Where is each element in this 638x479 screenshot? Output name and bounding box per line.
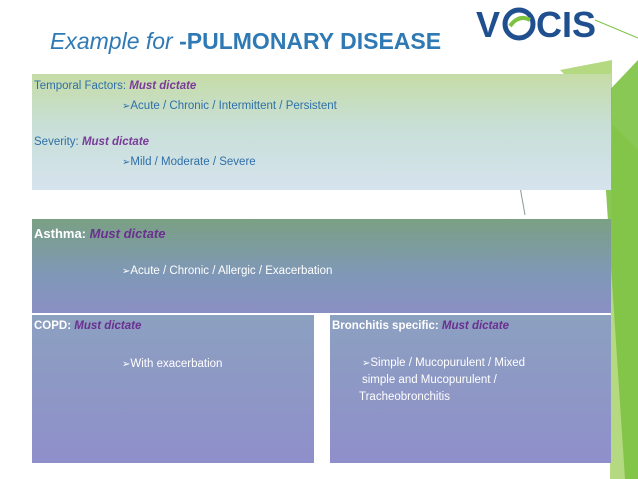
bronchitis-label: Bronchitis specific: bbox=[332, 320, 439, 332]
bronchitis-options: ➢Simple / Mucopurulent / Mixed simple an… bbox=[359, 355, 525, 406]
bronchitis-must: Must dictate bbox=[441, 320, 510, 332]
svg-text:V: V bbox=[476, 6, 500, 42]
copd-label: COPD: bbox=[34, 320, 72, 332]
asthma-must: Must dictate bbox=[89, 226, 166, 241]
arrow-bullet-icon: ➢ bbox=[122, 157, 131, 168]
arrow-bullet-icon: ➢ bbox=[122, 101, 131, 112]
severity-header: Severity: Must dictate bbox=[34, 136, 149, 148]
decor-line-top bbox=[594, 19, 638, 39]
vocis-logo: V CIS bbox=[476, 6, 596, 42]
bronchitis-options-line3: Tracheobronchitis bbox=[359, 391, 450, 403]
svg-text:CIS: CIS bbox=[536, 6, 596, 42]
temporal-options: ➢Acute / Chronic / Intermittent / Persis… bbox=[122, 100, 337, 112]
copd-must: Must dictate bbox=[74, 320, 142, 332]
asthma-options-text: Acute / Chronic / Allergic / Exacerbatio… bbox=[130, 265, 333, 277]
title-prefix: Example for bbox=[50, 28, 180, 54]
bronchitis-panel: Bronchitis specific: Must dictate ➢Simpl… bbox=[330, 315, 611, 463]
severity-must: Must dictate bbox=[81, 136, 150, 148]
arrow-bullet-icon: ➢ bbox=[122, 266, 131, 277]
bronchitis-header: Bronchitis specific: Must dictate bbox=[332, 320, 509, 332]
severity-label: Severity: bbox=[34, 136, 79, 148]
asthma-header: Asthma: Must dictate bbox=[34, 226, 165, 241]
severity-options-text: Mild / Moderate / Severe bbox=[130, 156, 256, 168]
arrow-bullet-icon: ➢ bbox=[362, 358, 371, 369]
slide-title: Example for -PULMONARY DISEASE bbox=[50, 28, 441, 55]
asthma-options: ➢Acute / Chronic / Allergic / Exacerbati… bbox=[122, 265, 332, 277]
copd-panel: COPD: Must dictate ➢With exacerbation bbox=[32, 315, 314, 463]
bronchitis-options-line1: ➢Simple / Mucopurulent / Mixed bbox=[362, 355, 525, 372]
severity-options: ➢Mild / Moderate / Severe bbox=[122, 156, 256, 168]
temporal-options-text: Acute / Chronic / Intermittent / Persist… bbox=[130, 100, 337, 112]
title-emphasis: -PULMONARY DISEASE bbox=[179, 28, 442, 54]
copd-options-text: With exacerbation bbox=[130, 358, 223, 370]
bronchitis-options-line2: simple and Mucopurulent / bbox=[362, 374, 497, 386]
arrow-bullet-icon: ➢ bbox=[122, 359, 131, 370]
copd-header: COPD: Must dictate bbox=[34, 320, 141, 332]
temporal-must: Must dictate bbox=[129, 80, 197, 92]
asthma-label: Asthma: bbox=[34, 226, 87, 241]
temporal-header: Temporal Factors: Must dictate bbox=[34, 80, 196, 92]
temporal-label: Temporal Factors: bbox=[34, 80, 127, 92]
asthma-panel: Asthma: Must dictate ➢Acute / Chronic / … bbox=[32, 219, 611, 313]
bronchitis-options-text1: Simple / Mucopurulent / Mixed bbox=[370, 357, 526, 369]
copd-options: ➢With exacerbation bbox=[122, 358, 222, 370]
temporal-severity-panel: Temporal Factors: Must dictate ➢Acute / … bbox=[32, 74, 611, 190]
